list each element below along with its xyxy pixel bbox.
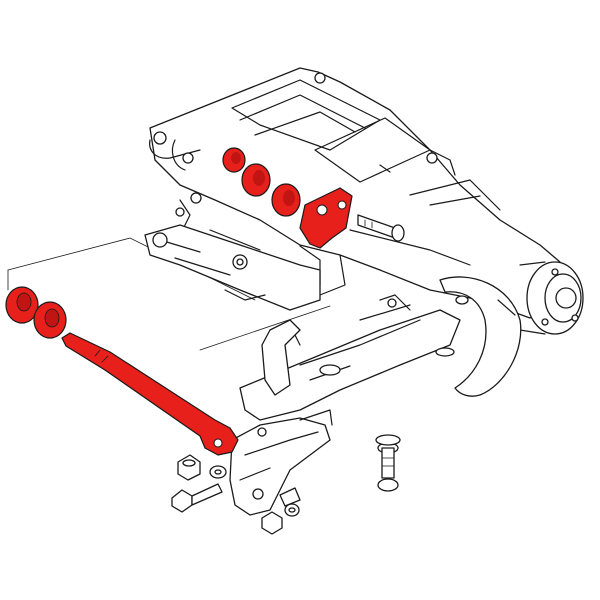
brake-disc-shield xyxy=(439,276,522,397)
bolt xyxy=(171,483,223,513)
washer xyxy=(375,434,401,446)
bolt xyxy=(357,214,405,242)
nut xyxy=(261,511,283,535)
camber-cam xyxy=(279,487,301,507)
differential-mount-bracket xyxy=(299,187,353,249)
strut-rod-bushing-outer xyxy=(5,286,39,324)
differential-mount-bushing-large xyxy=(271,183,301,217)
differential-mount-bushing-small xyxy=(222,147,246,173)
strut-rod xyxy=(61,332,239,456)
washer xyxy=(284,503,300,517)
axle-flange xyxy=(519,261,584,335)
lower-control-arm xyxy=(239,294,461,421)
crossmember xyxy=(144,224,321,311)
strut-rod-bushing-inner xyxy=(33,301,67,339)
differential-mount-bushing-medium xyxy=(241,163,271,197)
differential-housing xyxy=(149,67,561,319)
spindle-support xyxy=(229,409,333,516)
bolt xyxy=(377,442,399,492)
washer xyxy=(209,465,227,479)
nut xyxy=(177,454,201,481)
